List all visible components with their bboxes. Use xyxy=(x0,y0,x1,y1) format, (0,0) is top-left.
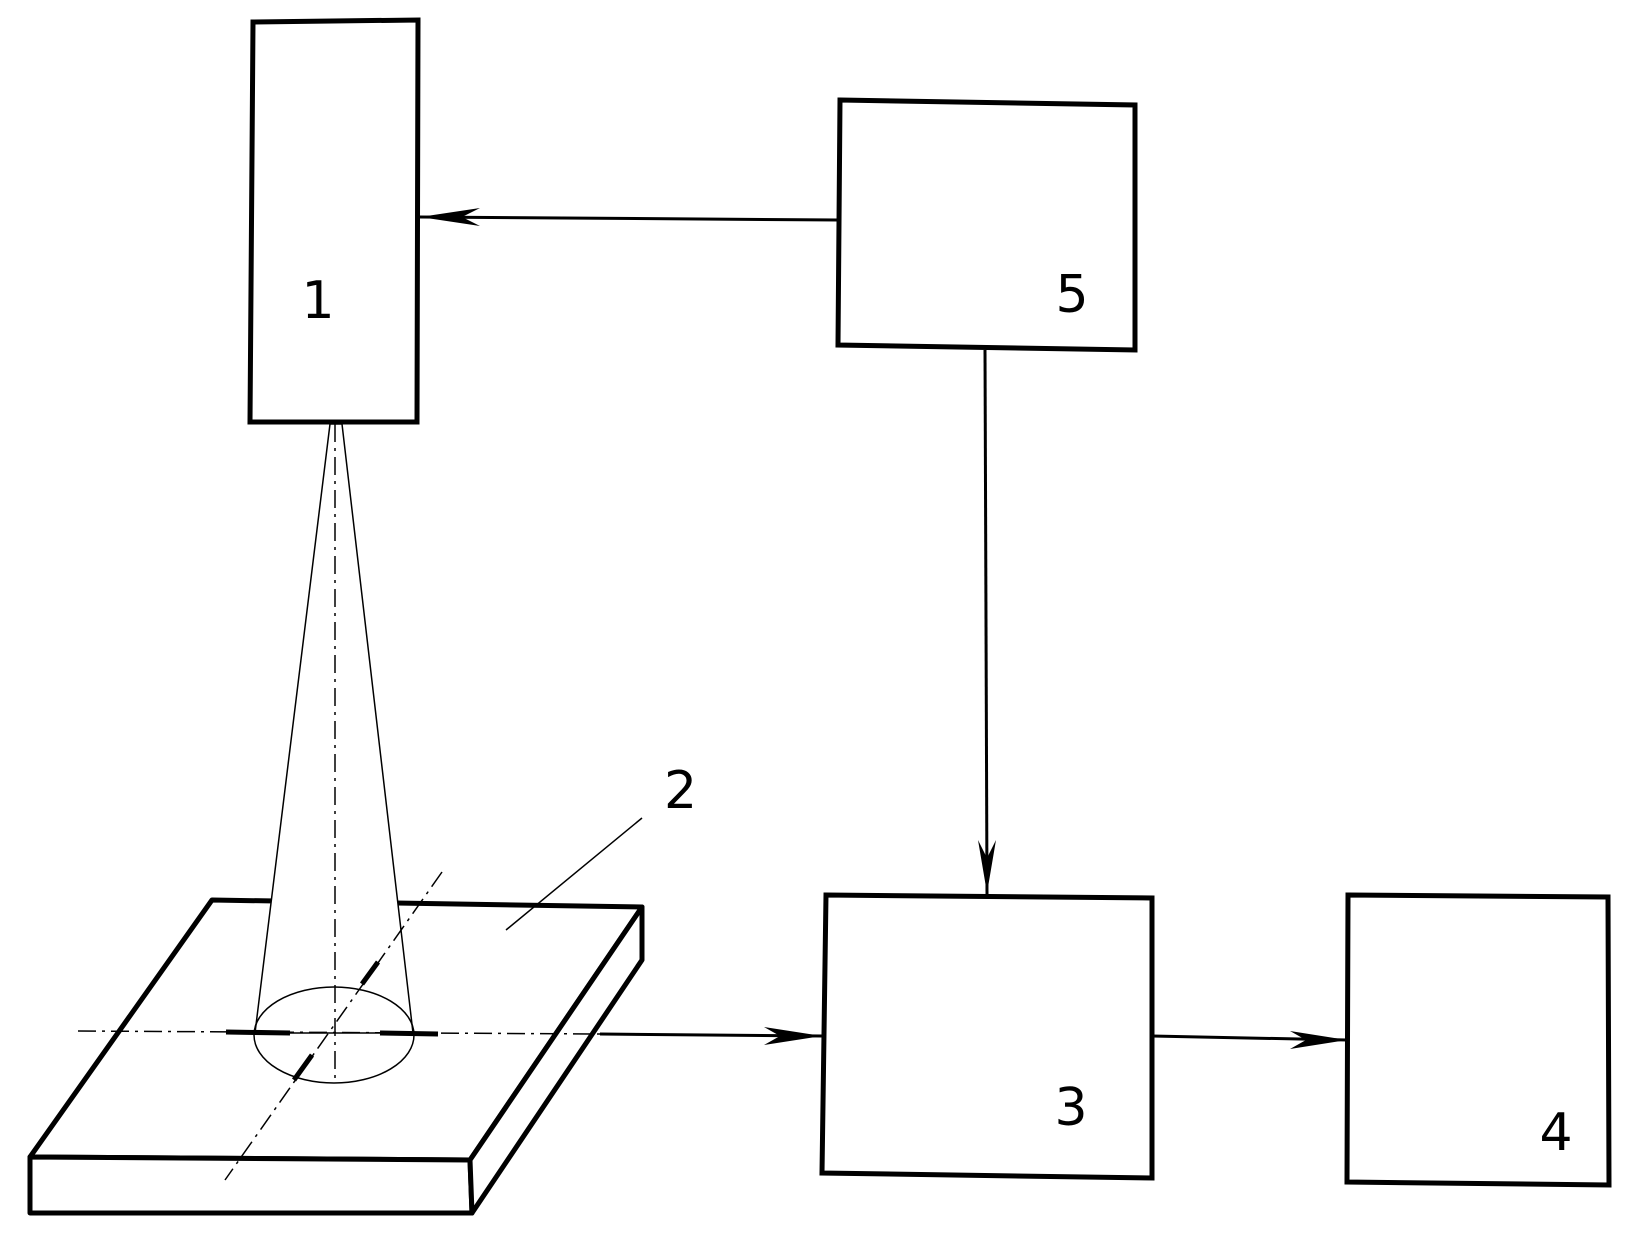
block-5-outline xyxy=(838,100,1135,350)
beam-cone xyxy=(254,424,414,1083)
block-3-outline xyxy=(822,895,1152,1178)
arrow-5-to-1-line xyxy=(420,217,838,220)
workpiece-label: 2 xyxy=(664,761,697,821)
block-5-label: 5 xyxy=(1055,265,1088,325)
block-5: 5 xyxy=(838,100,1135,350)
spot-mark-right xyxy=(380,1033,438,1034)
block-1-label: 1 xyxy=(301,271,334,331)
arrow-3-to-4 xyxy=(1152,1031,1347,1049)
arrow-5-to-3-line xyxy=(985,350,987,895)
block-4-label: 4 xyxy=(1539,1103,1572,1163)
block-4: 4 xyxy=(1347,895,1609,1185)
block-3: 3 xyxy=(822,895,1152,1178)
block-3-label: 3 xyxy=(1054,1078,1087,1138)
workpiece-front-face xyxy=(30,1157,472,1213)
block-1: 1 xyxy=(250,20,418,422)
arrow-5-to-1 xyxy=(420,208,838,226)
beam-cone-body xyxy=(255,424,413,1033)
spot-mark-left xyxy=(226,1032,290,1033)
arrow-5-to-3 xyxy=(978,350,996,895)
block-1-outline xyxy=(250,20,418,422)
